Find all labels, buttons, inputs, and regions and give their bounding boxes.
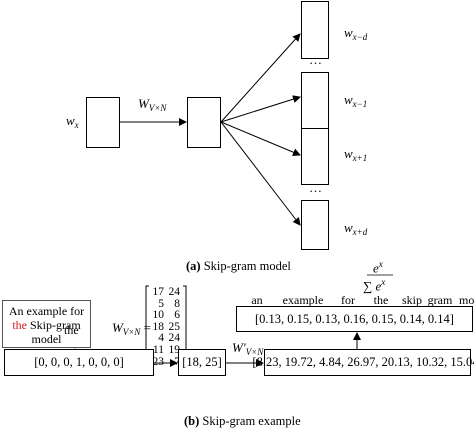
weight-matrix-label: WV×N [138,96,167,113]
highlighted-word: the [12,318,27,332]
vocab-word: for [341,293,355,307]
matrix-row: 237 [152,355,181,368]
output-box-1 [301,1,329,59]
arrow-hidden-to-output-2 [220,95,301,123]
input-word-label: wx [66,113,79,130]
hidden-vector-box: [18, 25] [178,349,226,376]
arrow-hidden-to-output-3 [220,121,301,156]
input-layer-box [86,97,120,148]
probability-vector-box: [0.13, 0.15, 0.13, 0.16, 0.15, 0.14, 0.1… [236,306,473,332]
output-label-3: wx+1 [344,146,368,163]
arrow-hidden-to-output-1 [220,33,301,123]
vocab-word: model [459,293,474,307]
output-box-2 [301,72,329,129]
hidden-layer-box [187,97,221,148]
example-line-1: An example for [8,304,85,318]
output-box-4 [301,200,329,250]
one-hot-vector-box: [0, 0, 0, 1, 0, 0, 0] [4,349,154,376]
matrix-eq-label: WV×N = [112,320,152,337]
vocab-word: gram [427,293,453,307]
vocabulary-words: an example for the skip gram model [236,293,474,307]
vocab-word: an [251,293,263,307]
example-line-3: model [31,332,62,346]
vocab-word: example [282,293,324,307]
output-label-2: wx−1 [344,92,368,109]
ellipsis-bottom: … [309,180,322,195]
caption-b: (b) Skip-gram example [184,414,301,428]
example-description-box: An example for the Skip-gram model [2,300,91,348]
softmax-numerator: ex [373,259,383,276]
arrow-hidden-to-output-4 [220,121,301,226]
example-line-2: the Skip-gram [12,318,81,332]
input-word: the [64,323,79,337]
output-vector-box: [8.23, 19.72, 4.84, 26.97, 20.13, 10.32,… [252,349,474,376]
output-weight-label: W′V×N [232,340,264,357]
vocab-word: the [373,293,389,307]
output-label-1: wx−d [344,25,368,42]
softmax-denominator: ∑ ex [363,277,386,294]
caption-a: (a) Skip-gram model [186,259,291,273]
vocab-word: skip [401,293,423,307]
output-box-3 [301,128,329,185]
output-label-4: wx+d [344,220,368,237]
ellipsis-top: … [309,52,322,67]
